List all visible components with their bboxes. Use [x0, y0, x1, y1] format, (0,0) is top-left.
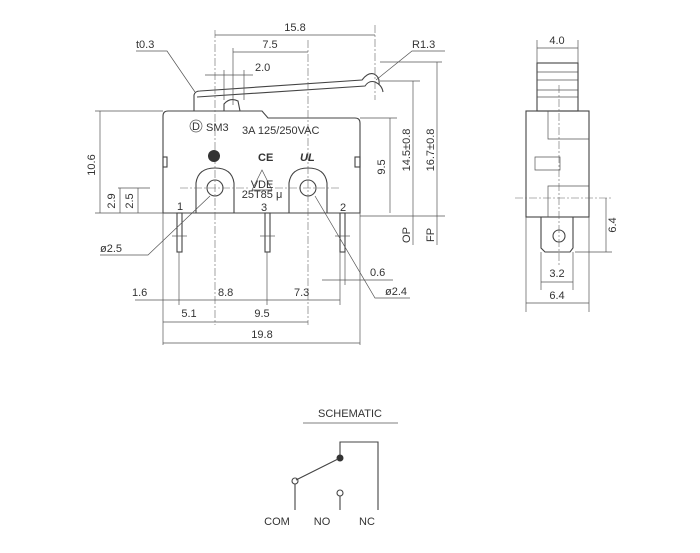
- label-com: COM: [264, 516, 290, 528]
- op-label: OP: [401, 227, 413, 243]
- dim-hole-2-4: ø2.4: [385, 286, 407, 298]
- dim-fp: 16.7±0.8: [425, 129, 437, 172]
- dim-19-8: 19.8: [251, 329, 272, 341]
- side-view: 4.0 6.4 3.2 6.4: [515, 35, 619, 312]
- front-view: D SM3 3A 125/250VAC CE UL VDE 25T85 μ 1 …: [86, 22, 445, 345]
- switch-body: [162, 110, 361, 214]
- nc-contact: [336, 454, 344, 462]
- label-nc: NC: [359, 516, 375, 528]
- dim-9-5: 9.5: [376, 159, 388, 174]
- side-body: [525, 110, 590, 218]
- dim-t0-3: t0.3: [136, 39, 154, 51]
- side-tab: [540, 217, 574, 253]
- body-notch-left: [162, 156, 168, 168]
- ce-mark: CE: [258, 152, 273, 164]
- model-icon: D: [192, 121, 200, 133]
- csa-icon: [208, 150, 220, 162]
- label-no: NO: [314, 516, 331, 528]
- dim-6-4-side: 6.4: [607, 217, 619, 232]
- pin-3: [264, 212, 271, 253]
- vde-code: 25T85 μ: [242, 189, 283, 201]
- dim-5-1: 5.1: [181, 308, 196, 320]
- dim-0-6: 0.6: [370, 267, 385, 279]
- pin-1: [176, 212, 183, 253]
- vde-triangle-icon: [251, 169, 273, 191]
- no-contact: [336, 489, 344, 497]
- schematic: SCHEMATIC COM NO NC: [264, 408, 398, 528]
- side-plunger: [536, 62, 579, 112]
- dim-1-6: 1.6: [132, 287, 147, 299]
- dim-4-0: 4.0: [549, 35, 564, 47]
- com-contact: [291, 477, 299, 485]
- rating-label: 3A 125/250VAC: [242, 125, 320, 137]
- dim-3-2: 3.2: [549, 268, 564, 280]
- dim-op: 14.5±0.8: [401, 129, 413, 172]
- dim-9-5-bottom: 9.5: [254, 308, 269, 320]
- vde-mark: VDE: [251, 179, 274, 191]
- dim-15-8: 15.8: [284, 22, 305, 34]
- terminal-label-1: 1: [177, 201, 183, 213]
- dim-10-6: 10.6: [86, 154, 98, 175]
- dim-2-0: 2.0: [255, 62, 270, 74]
- dim-7-5: 7.5: [262, 39, 277, 51]
- terminal-label-3: 3: [261, 202, 267, 214]
- ul-mark: UL: [300, 152, 315, 164]
- schematic-title: SCHEMATIC: [318, 408, 382, 420]
- dim-7-3: 7.3: [294, 287, 309, 299]
- dim-2-9: 2.9: [106, 193, 118, 208]
- body-notch-right: [354, 156, 361, 168]
- fp-label: FP: [425, 228, 437, 242]
- terminal-label-2: 2: [340, 202, 346, 214]
- dim-2-5: 2.5: [124, 193, 136, 208]
- dim-r1-3: R1.3: [412, 39, 435, 51]
- switch-arm: [295, 458, 339, 481]
- dim-8-8: 8.8: [218, 287, 233, 299]
- dim-hole-2-5: ø2.5: [100, 243, 122, 255]
- plunger: [223, 98, 241, 112]
- model-label: SM3: [206, 122, 229, 134]
- dim-6-4-bottom: 6.4: [549, 290, 564, 302]
- lever: [193, 73, 384, 111]
- pin-2: [339, 212, 346, 253]
